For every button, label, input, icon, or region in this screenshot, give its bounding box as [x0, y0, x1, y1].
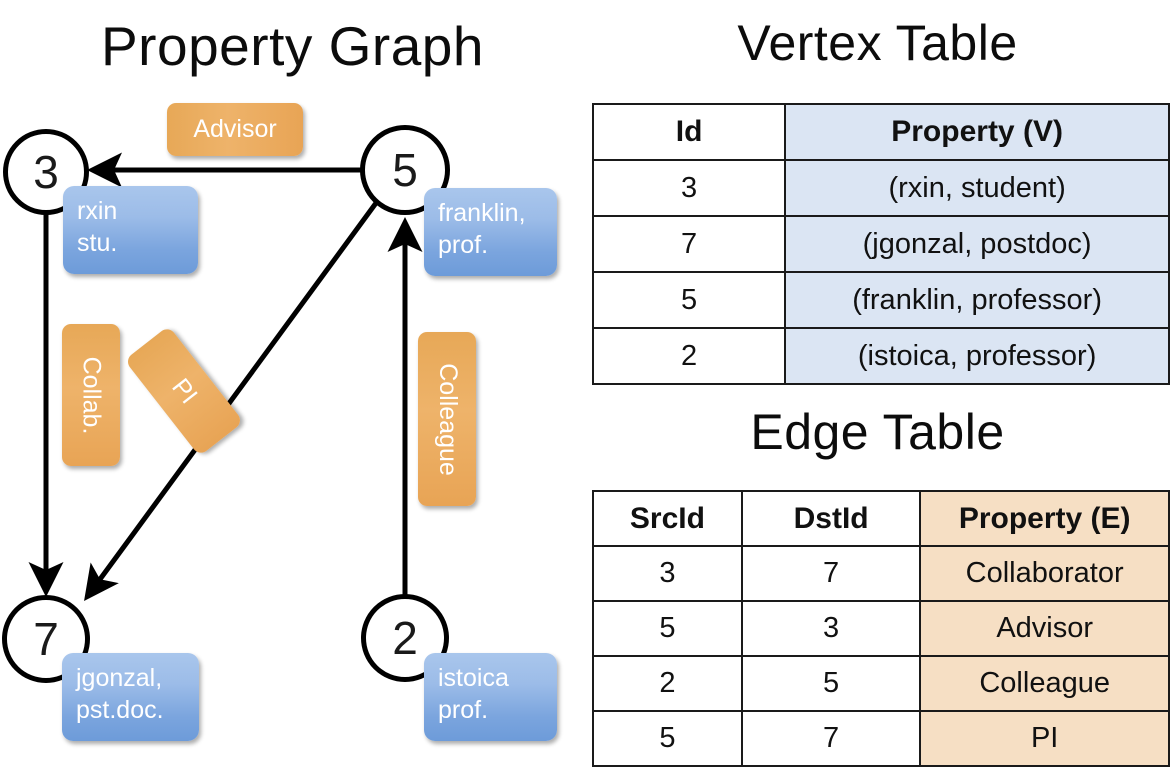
vertex-row-1-property: (jgonzal, postdoc)	[784, 215, 1170, 273]
vertex-property-box-3-line1: rxin	[77, 197, 118, 225]
edge-table-header-srcid: SrcId	[592, 490, 743, 547]
vertex-table-header-row: Id Property (V)	[591, 103, 1170, 161]
vertex-property-box-3-line2: stu.	[77, 229, 118, 257]
edge-row-0-src: 3	[592, 545, 743, 602]
table-row[interactable]: 3 (rxin, student)	[591, 159, 1170, 217]
edge-label-advisor[interactable]: Advisor	[167, 103, 303, 156]
graph-node-3-label: 3	[33, 146, 59, 198]
edge-row-3-property: PI	[919, 710, 1170, 767]
table-row[interactable]: 5 7 PI	[592, 710, 1170, 767]
edge-label-colleague-text: Colleague	[433, 362, 462, 476]
vertex-table-header-id: Id	[591, 103, 787, 161]
vertex-property-box-7[interactable]: jgonzal, pst.doc.	[62, 653, 199, 741]
edge-row-3-src: 5	[592, 710, 743, 767]
vertex-property-box-2[interactable]: istoica prof.	[424, 653, 557, 741]
edge-label-collab-text: Collab.	[77, 356, 106, 434]
vertex-row-0-id: 3	[591, 159, 787, 217]
table-row[interactable]: 3 7 Collaborator	[592, 545, 1170, 602]
edge-row-2-src: 2	[592, 655, 743, 712]
section-title-vertex-table: Vertex Table	[737, 15, 1018, 71]
edge-label-pi-text: PI	[166, 372, 203, 409]
vertex-property-box-3[interactable]: rxin stu.	[63, 186, 198, 274]
page-title-property-graph: Property Graph	[100, 15, 484, 77]
vertex-property-box-5-line1: franklin,	[438, 199, 526, 227]
table-row[interactable]: 5 (franklin, professor)	[591, 271, 1170, 329]
edge-table-header-property: Property (E)	[919, 490, 1170, 547]
table-row[interactable]: 5 3 Advisor	[592, 600, 1170, 657]
table-row[interactable]: 2 5 Colleague	[592, 655, 1170, 712]
edge-label-advisor-text: Advisor	[193, 115, 277, 143]
vertex-property-box-7-line2: pst.doc.	[76, 696, 164, 724]
edge-row-2-property: Colleague	[919, 655, 1170, 712]
vertex-property-box-2-line2: prof.	[438, 696, 489, 724]
vertex-row-3-id: 2	[591, 327, 787, 385]
edge-row-3-dst: 7	[740, 710, 922, 767]
section-title-edge-table: Edge Table	[750, 404, 1005, 460]
table-row[interactable]: 2 (istoica, professor)	[591, 327, 1170, 385]
table-row[interactable]: 7 (jgonzal, postdoc)	[591, 215, 1170, 273]
vertex-property-box-5[interactable]: franklin, prof.	[424, 188, 557, 276]
graph-edge-arrows	[28, 152, 423, 602]
graph-node-2-label: 2	[392, 612, 418, 664]
vertex-property-box-7-line1: jgonzal,	[76, 664, 163, 692]
vertex-property-box-5-line2: prof.	[438, 231, 489, 259]
vertex-row-0-property: (rxin, student)	[784, 159, 1170, 217]
edge-table-header-dstid: DstId	[740, 490, 922, 547]
edge-row-1-src: 5	[592, 600, 743, 657]
graph-node-5-label: 5	[392, 144, 418, 196]
graph-node-7-label: 7	[33, 613, 59, 665]
edge-table-header-row: SrcId DstId Property (E)	[592, 490, 1170, 547]
vertex-table-header-property: Property (V)	[784, 103, 1170, 161]
vertex-row-1-id: 7	[591, 215, 787, 273]
vertex-property-box-2-line1: istoica	[438, 664, 509, 692]
edge-row-1-dst: 3	[740, 600, 922, 657]
edge-row-1-property: Advisor	[919, 600, 1170, 657]
edge-label-collab[interactable]: Collab.	[62, 324, 120, 466]
edge-row-0-dst: 7	[740, 545, 922, 602]
vertex-row-2-id: 5	[591, 271, 787, 329]
edge-row-2-dst: 5	[740, 655, 922, 712]
edge-table: SrcId DstId Property (E) 3 7 Collaborato…	[592, 490, 1170, 767]
property-graph-diagram: 3 5 7 2 rxin stu. franklin, prof. jgonza…	[0, 0, 585, 760]
vertex-table: Id Property (V) 3 (rxin, student) 7 (jgo…	[591, 103, 1170, 385]
edge-label-colleague[interactable]: Colleague	[418, 332, 476, 506]
graph-node-2[interactable]: 2	[361, 594, 449, 682]
vertex-row-2-property: (franklin, professor)	[784, 271, 1170, 329]
vertex-row-3-property: (istoica, professor)	[784, 327, 1170, 385]
edge-arrow-5-to-7	[84, 201, 379, 602]
edge-row-0-property: Collaborator	[919, 545, 1170, 602]
